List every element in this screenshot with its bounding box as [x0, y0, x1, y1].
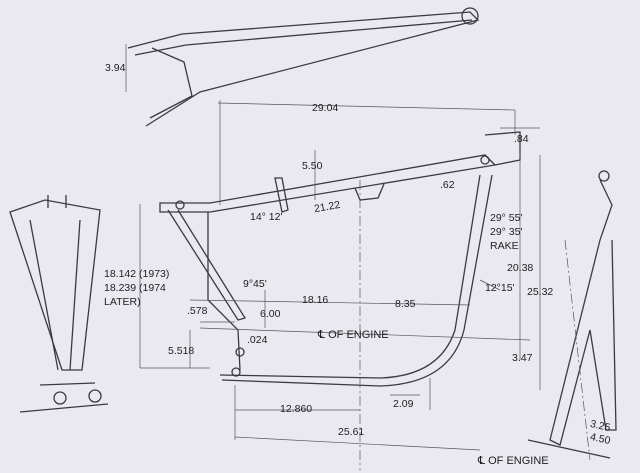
dim-height-20-38: 20.38: [507, 262, 534, 274]
rake-angle-2: 29° 35': [490, 226, 523, 238]
dim-3-94: 3.94: [105, 62, 126, 74]
front-view-frame: [527, 170, 617, 459]
dim-backbone-rise: 5.50: [302, 160, 323, 172]
dim-neck-offset: .62: [440, 179, 455, 191]
dim-pivot-drop: 5.518: [168, 345, 195, 357]
engine-centerline-label: ℄ OF ENGINE: [318, 329, 389, 341]
downtube-angle: 12°15': [485, 282, 515, 294]
rake-label: RAKE: [490, 240, 519, 252]
dim-small-offset: .024: [247, 334, 268, 346]
rear-height-later: LATER): [104, 296, 141, 308]
front-engine-centerline-label: ℄ OF ENGINE: [478, 455, 549, 467]
dimension-lines: [139, 100, 591, 470]
dim-upper-length: 18.16: [302, 294, 329, 306]
dim-backbone-angle: 14° 12': [250, 211, 283, 223]
top-view-frame: [125, 7, 480, 127]
dim-height-25-32: 25.32: [527, 286, 554, 298]
dim-front-drop: 3.47: [512, 352, 533, 364]
rear-height-1973: 18.142 (1973): [104, 268, 170, 280]
dim-lower-length: 12.860: [280, 403, 313, 415]
dim-pivot-offset: .578: [187, 305, 208, 317]
dim-wheelbase-span: 25.61: [338, 426, 365, 438]
seat-post-angle: 9°45': [243, 278, 267, 290]
side-view-frame: [159, 131, 521, 387]
dim-head-offset: .84: [514, 133, 529, 145]
dim-pivot-height: 6.00: [260, 308, 281, 320]
dim-overall-length: 29.04: [312, 102, 339, 114]
rear-view-frame: [9, 195, 109, 413]
dim-front-mount: 2.09: [393, 398, 414, 410]
dim-front-offset: 8.35: [395, 298, 416, 310]
rear-height-1974: 18.239 (1974: [104, 282, 166, 294]
rake-angle-1: 29° 55': [490, 212, 523, 224]
